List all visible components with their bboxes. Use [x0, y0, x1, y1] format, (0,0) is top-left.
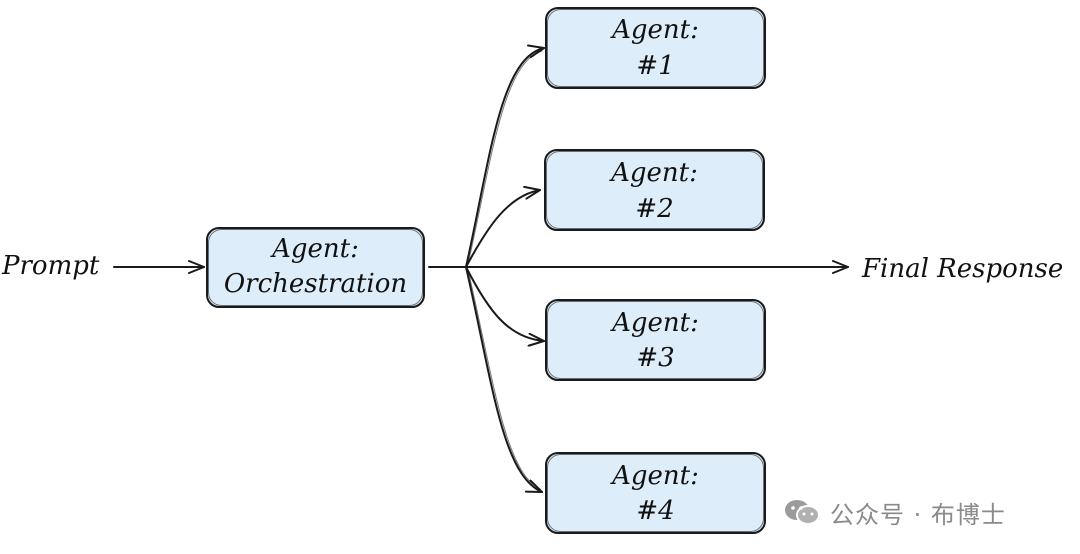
agent-4-arrow [465, 266, 543, 493]
watermark-text: 公众号 · 布博士 [830, 500, 1006, 529]
orchestrator-box-sketch [208, 229, 423, 306]
agent-3-arrow [465, 266, 545, 347]
agent-4-arrow-sketch [467, 269, 541, 490]
wechat-icon [782, 496, 822, 528]
agent-4-box [545, 452, 766, 534]
orchestrator-subtitle: Orchestration [224, 269, 407, 299]
agent-4-title: Agent: [610, 461, 699, 491]
agent-1-number: #1 [636, 51, 674, 81]
agent-2-box [544, 149, 765, 231]
agent-3-title: Agent: [610, 308, 699, 338]
orchestrator-node: Agent: Orchestration [206, 227, 425, 308]
agent-4-box-sketch [547, 454, 764, 532]
agent-1-box-sketch [547, 9, 764, 87]
agent-1-arrow-sketch [467, 50, 543, 265]
agent-2-title: Agent: [609, 158, 698, 188]
orchestrator-title: Agent: [270, 234, 359, 264]
agent-1-arrow [465, 44, 545, 268]
agent-4-number: #4 [636, 496, 674, 526]
agent-4-node: Agent: #4 [545, 452, 766, 534]
prompt-label: Prompt [1, 251, 100, 281]
agent-3-number: #3 [636, 343, 674, 373]
agent-1-node: Agent: #1 [545, 7, 766, 89]
agent-1-title: Agent: [610, 15, 699, 45]
agent-3-node: Agent: #3 [545, 299, 766, 381]
agent-2-node: Agent: #2 [544, 149, 765, 231]
agent-2-arrow [465, 185, 541, 268]
agent-2-box-sketch [546, 151, 763, 229]
watermark: 公众号 · 布博士 [782, 494, 1006, 530]
final-response-label: Final Response [861, 254, 1063, 284]
agent-3-box-sketch [547, 301, 764, 379]
agent-1-box [545, 7, 766, 89]
agent-2-number: #2 [635, 194, 673, 224]
orchestrator-box [206, 227, 425, 308]
agent-3-box [545, 299, 766, 381]
